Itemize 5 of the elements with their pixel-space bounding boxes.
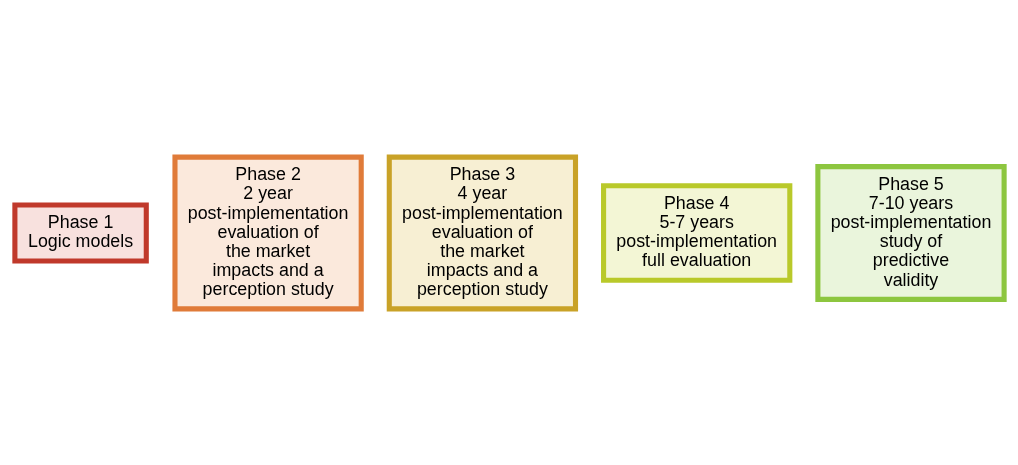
node-box: Phase 2 2 year post-implementation evaluation of the market impacts and a perception study	[171, 154, 364, 311]
node-box: Phase 4 5-7 years post-implementation full evaluation	[600, 182, 792, 283]
node-box: Phase 1 Logic models	[11, 201, 149, 264]
node-box: Phase 5 7-10 years post-implementation study of predictive validity	[814, 163, 1007, 302]
node-box: Phase 3 4 year post-implementation evaluation of the market impacts and a perception study	[386, 154, 578, 311]
